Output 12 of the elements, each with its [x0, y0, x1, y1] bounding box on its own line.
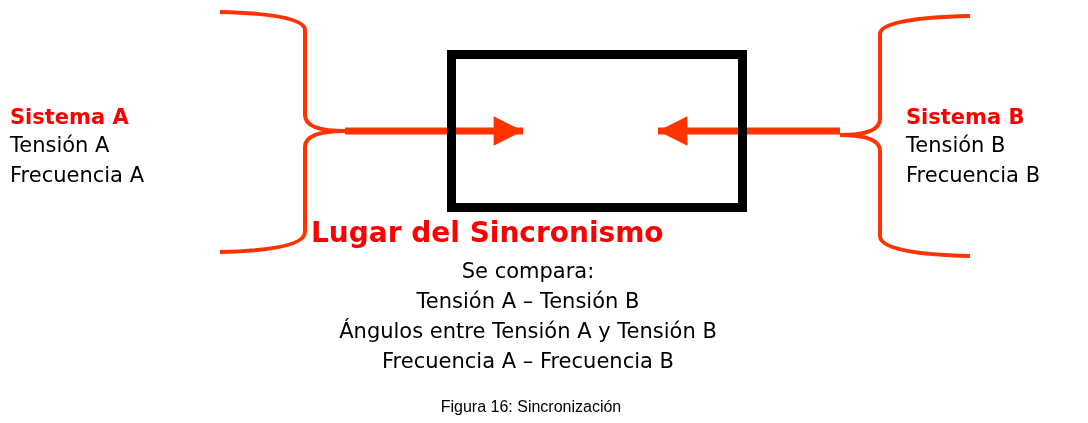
system-quantity: Tensión A [10, 132, 111, 159]
system-title: Sistema B [906, 104, 1026, 130]
system-title: Sistema A [10, 104, 130, 130]
comparison-text: Se compara: [461, 258, 595, 285]
box-title: Lugar del Sincronismo [311, 216, 664, 249]
comparison-text: Frecuencia A – Frecuencia B [382, 348, 674, 375]
comparison-text: Ángulos entre Tensión A y Tensión B [339, 317, 717, 345]
figure-caption: Figura 16: Sincronización [439, 398, 623, 416]
system-quantity: Tensión B [906, 132, 1007, 159]
system-quantity: Frecuencia A [10, 162, 145, 189]
comparison-text: Tensión A – Tensión B [416, 288, 640, 315]
system-quantity: Frecuencia B [906, 162, 1041, 189]
